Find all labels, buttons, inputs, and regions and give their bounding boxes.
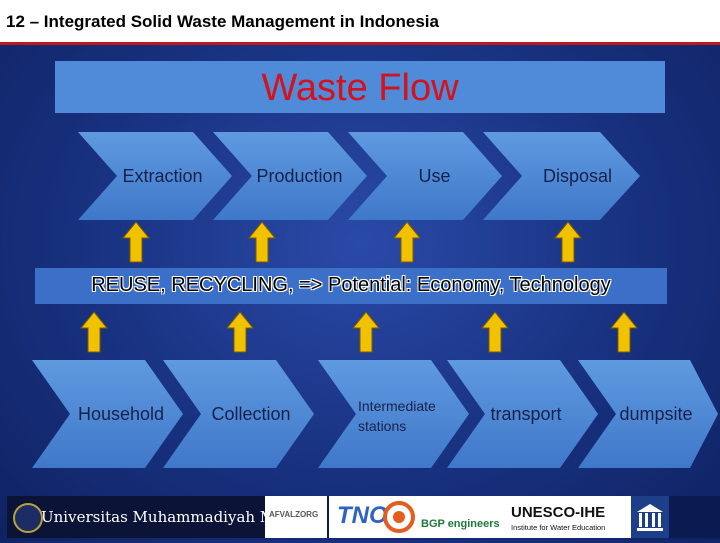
up-arrow bbox=[553, 221, 583, 263]
step-label: Household bbox=[77, 404, 165, 424]
chevron-collection bbox=[163, 360, 314, 468]
chevron-disposal bbox=[483, 132, 640, 220]
chevron-use bbox=[348, 132, 502, 220]
umm-name: Universitas Muhammadiyah Malang bbox=[41, 508, 318, 526]
step-label: dumpsite bbox=[619, 404, 693, 424]
banner-title: Waste Flow bbox=[261, 67, 459, 109]
header-bar: 12 – Integrated Solid Waste Management i… bbox=[0, 0, 720, 45]
step-label: Production bbox=[256, 166, 343, 186]
up-arrow bbox=[247, 221, 277, 263]
bgp-logo-text: BGP engineers bbox=[421, 518, 500, 530]
step-label: Extraction bbox=[122, 166, 203, 186]
reuse-recycling-text: REUSE, RECYCLING, => Potential: Economy,… bbox=[91, 274, 611, 296]
step-label: Use bbox=[418, 166, 451, 186]
footer-logo-strip: Universitas Muhammadiyah Malang AFVALZOR… bbox=[7, 496, 720, 538]
chevron-household bbox=[32, 360, 183, 468]
tno-logo-text: TNO bbox=[337, 502, 388, 529]
chevron-intermediate bbox=[318, 360, 469, 468]
chevron-transport bbox=[447, 360, 598, 468]
up-arrow bbox=[392, 221, 422, 263]
chevron-dumpsite bbox=[578, 360, 718, 468]
step-label: Collection bbox=[211, 404, 291, 424]
tno-bgp-logos: TNO BGP engineers bbox=[329, 496, 519, 538]
step-label: Intermediate stations bbox=[358, 398, 436, 434]
chevron-extraction bbox=[78, 132, 232, 220]
up-arrow bbox=[480, 311, 510, 353]
unesco-logo: UNESCO-IHE Institute for Water Education bbox=[509, 496, 631, 538]
waste-flow-banner: Waste Flow bbox=[55, 61, 665, 113]
up-arrow bbox=[609, 311, 639, 353]
step-label: transport bbox=[490, 404, 562, 424]
slide-title: 12 – Integrated Solid Waste Management i… bbox=[6, 12, 439, 31]
chevron-production bbox=[213, 132, 367, 220]
step-label: Disposal bbox=[542, 166, 613, 186]
afvalzorg-logo: AFVALZORG bbox=[265, 496, 327, 538]
up-arrow bbox=[351, 311, 381, 353]
up-arrow bbox=[79, 311, 109, 353]
reuse-recycling-band: REUSE, RECYCLING, => Potential: Economy,… bbox=[35, 268, 667, 304]
umm-logo: Universitas Muhammadiyah Malang bbox=[7, 496, 317, 538]
unesco-temple-icon bbox=[631, 496, 669, 538]
up-arrow bbox=[225, 311, 255, 353]
up-arrow bbox=[121, 221, 151, 263]
bgp-swirl-icon bbox=[383, 501, 415, 533]
header-divider bbox=[0, 42, 720, 45]
umm-seal-icon bbox=[13, 503, 43, 533]
